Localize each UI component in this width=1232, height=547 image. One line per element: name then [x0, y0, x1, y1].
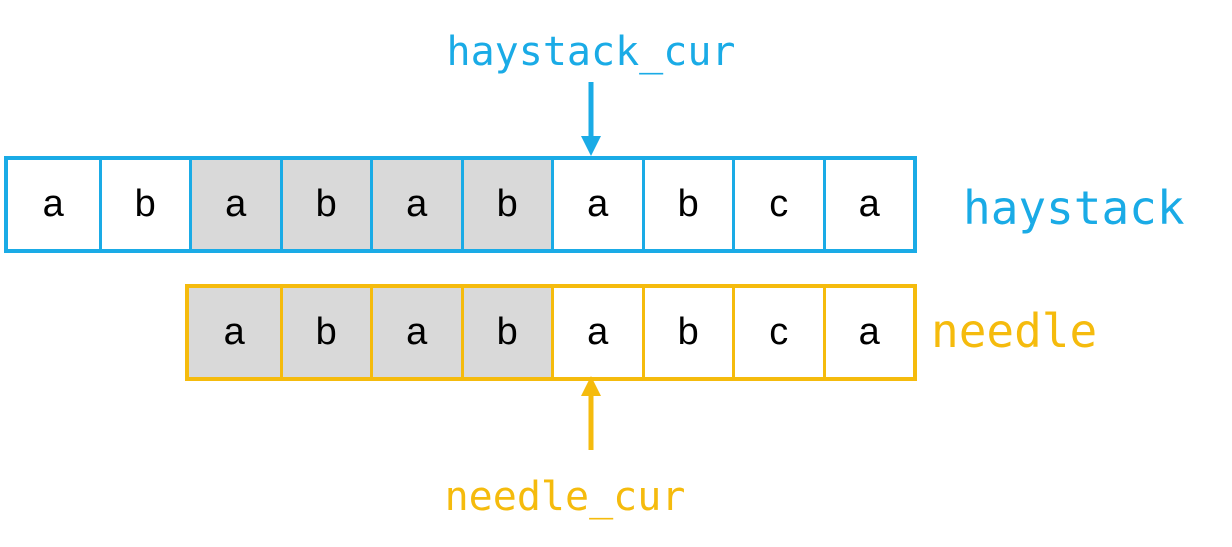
haystack-cell-9: a — [822, 160, 914, 249]
haystack-cell-3: b — [279, 160, 370, 249]
haystack-cell-0: a — [42, 183, 64, 225]
needle-cell-0: a — [189, 288, 280, 377]
needle-cell-2: a — [370, 288, 461, 377]
haystack-cur-arrow — [581, 82, 601, 156]
haystack-cell-5: b — [460, 160, 551, 249]
haystack-cur-label: haystack_cur — [446, 29, 736, 75]
needle-label: needle — [931, 304, 1098, 358]
needle-cur-arrow — [581, 376, 601, 450]
needle-cell-3: b — [460, 288, 551, 377]
needle-cell-4: a — [551, 288, 642, 377]
haystack-cell-8: c — [732, 160, 823, 249]
needle-cell-6: c — [732, 288, 823, 377]
haystack-cell-4: a — [370, 160, 461, 249]
haystack-cell-7: b — [641, 160, 733, 249]
haystack-label: haystack — [963, 181, 1185, 235]
needle-cell-7: a — [822, 288, 914, 377]
haystack-cell-6: a — [551, 160, 642, 249]
haystack-cell-2: a — [189, 160, 280, 249]
needle-cell-5: b — [641, 288, 733, 377]
needle-cur-label: needle_cur — [444, 474, 686, 520]
haystack-cell-1: b — [98, 160, 190, 249]
needle-cell-1: b — [279, 288, 370, 377]
